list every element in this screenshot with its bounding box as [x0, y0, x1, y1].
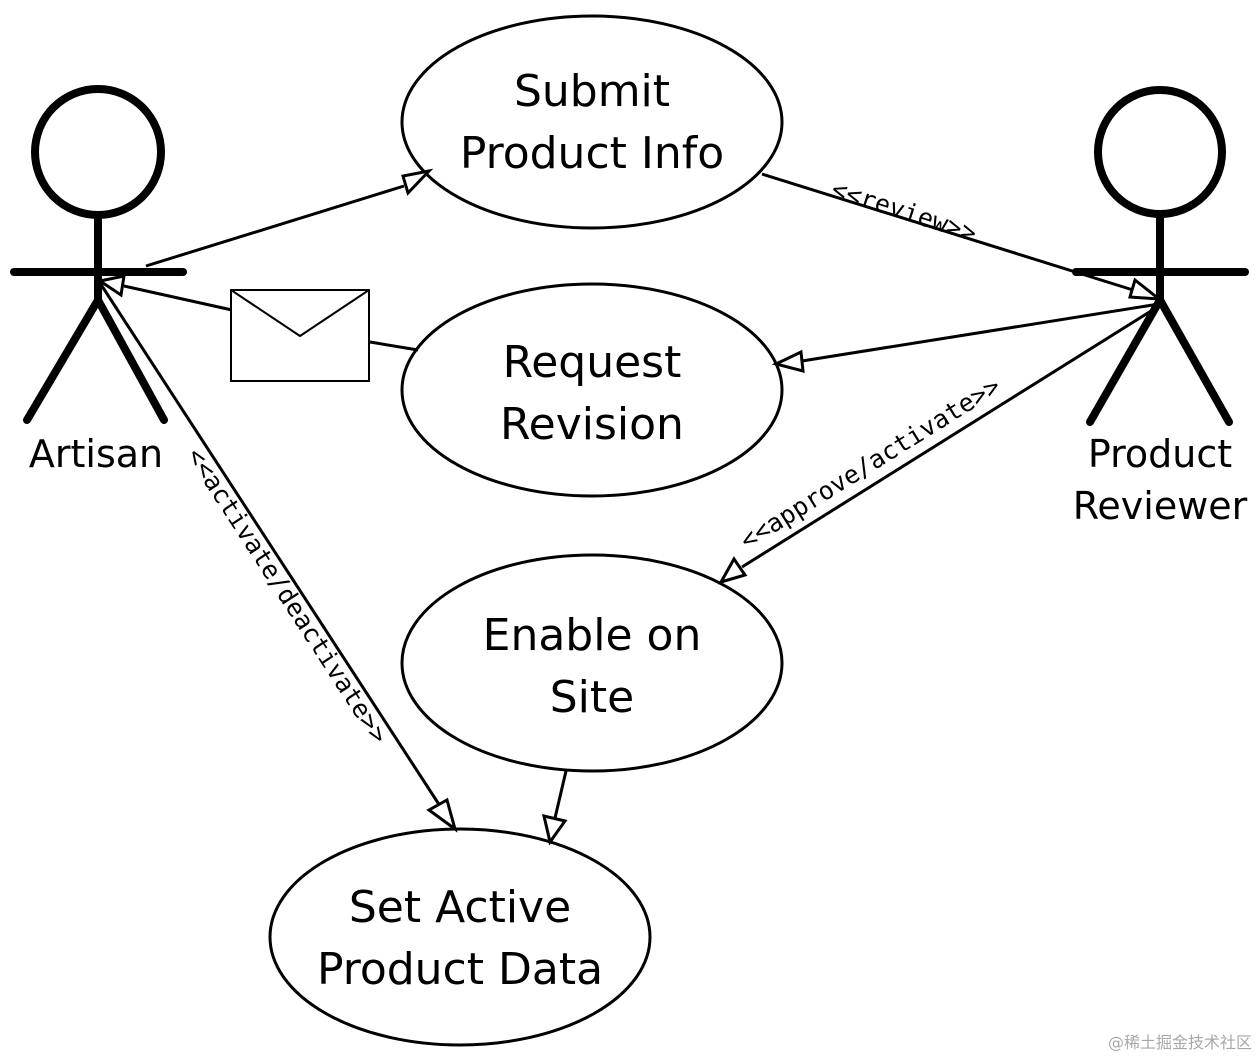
- connector-reviewer-to-request: [801, 302, 1160, 363]
- artisan-head: [31, 85, 165, 219]
- connector-envelope-to-artisan: [123, 284, 233, 312]
- setactive-usecase-label-line2: Product Data: [317, 944, 603, 995]
- artisan-left-leg: [23, 296, 102, 424]
- set-active-product-data-usecase: [268, 827, 652, 1047]
- submit-product-info-usecase: [400, 14, 784, 230]
- submit-usecase-label-line1: Submit: [514, 66, 670, 117]
- reviewer-label-line1: Product: [1088, 432, 1232, 476]
- enable-on-site-usecase: [400, 553, 784, 773]
- activate-deactivate-stereotype-label: <<activate/deactivate>>: [181, 442, 394, 748]
- arrowhead-setactive-right: [541, 813, 568, 846]
- reviewer-label-line2: Reviewer: [1073, 484, 1248, 528]
- arrowhead-request: [771, 349, 805, 373]
- connector-submit-to-reviewer: [761, 172, 1134, 292]
- artisan-actor: [10, 85, 187, 424]
- reviewer-head: [1094, 86, 1226, 218]
- connector-request-to-envelope: [369, 340, 419, 352]
- setactive-usecase-label-line1: Set Active: [349, 882, 571, 933]
- request-usecase-label-line2: Revision: [500, 399, 684, 450]
- connector-reviewer-to-enable: [741, 304, 1160, 569]
- envelope-flap: [230, 289, 370, 338]
- artisan-label: Artisan: [29, 432, 163, 476]
- reviewer-right-leg: [1156, 296, 1233, 426]
- connectors: [96, 168, 1164, 846]
- enable-usecase-label-line1: Enable on: [483, 610, 702, 661]
- enable-usecase-label-line2: Site: [550, 672, 634, 723]
- connector-enable-to-setactive: [553, 770, 568, 819]
- connector-artisan-to-submit: [145, 184, 405, 268]
- arrowhead-enable: [717, 556, 748, 585]
- request-usecase-label-line1: Request: [503, 337, 682, 388]
- arrowhead-submit: [401, 168, 434, 196]
- arrowhead-artisan: [96, 274, 126, 298]
- review-stereotype-label: <<review>>: [828, 174, 980, 248]
- artisan-right-leg: [94, 296, 168, 424]
- watermark: @稀土掘金技术社区: [1108, 1033, 1252, 1052]
- reviewer-actor: [1072, 86, 1249, 426]
- connector-artisan-to-setactive: [98, 282, 442, 807]
- reviewer-left-leg: [1086, 296, 1164, 426]
- arrowhead-setactive-left: [426, 797, 458, 833]
- envelope-icon: [230, 289, 370, 382]
- request-revision-usecase: [400, 282, 784, 498]
- submit-usecase-label-line2: Product Info: [460, 128, 724, 179]
- arrowhead-reviewer-review: [1128, 277, 1164, 301]
